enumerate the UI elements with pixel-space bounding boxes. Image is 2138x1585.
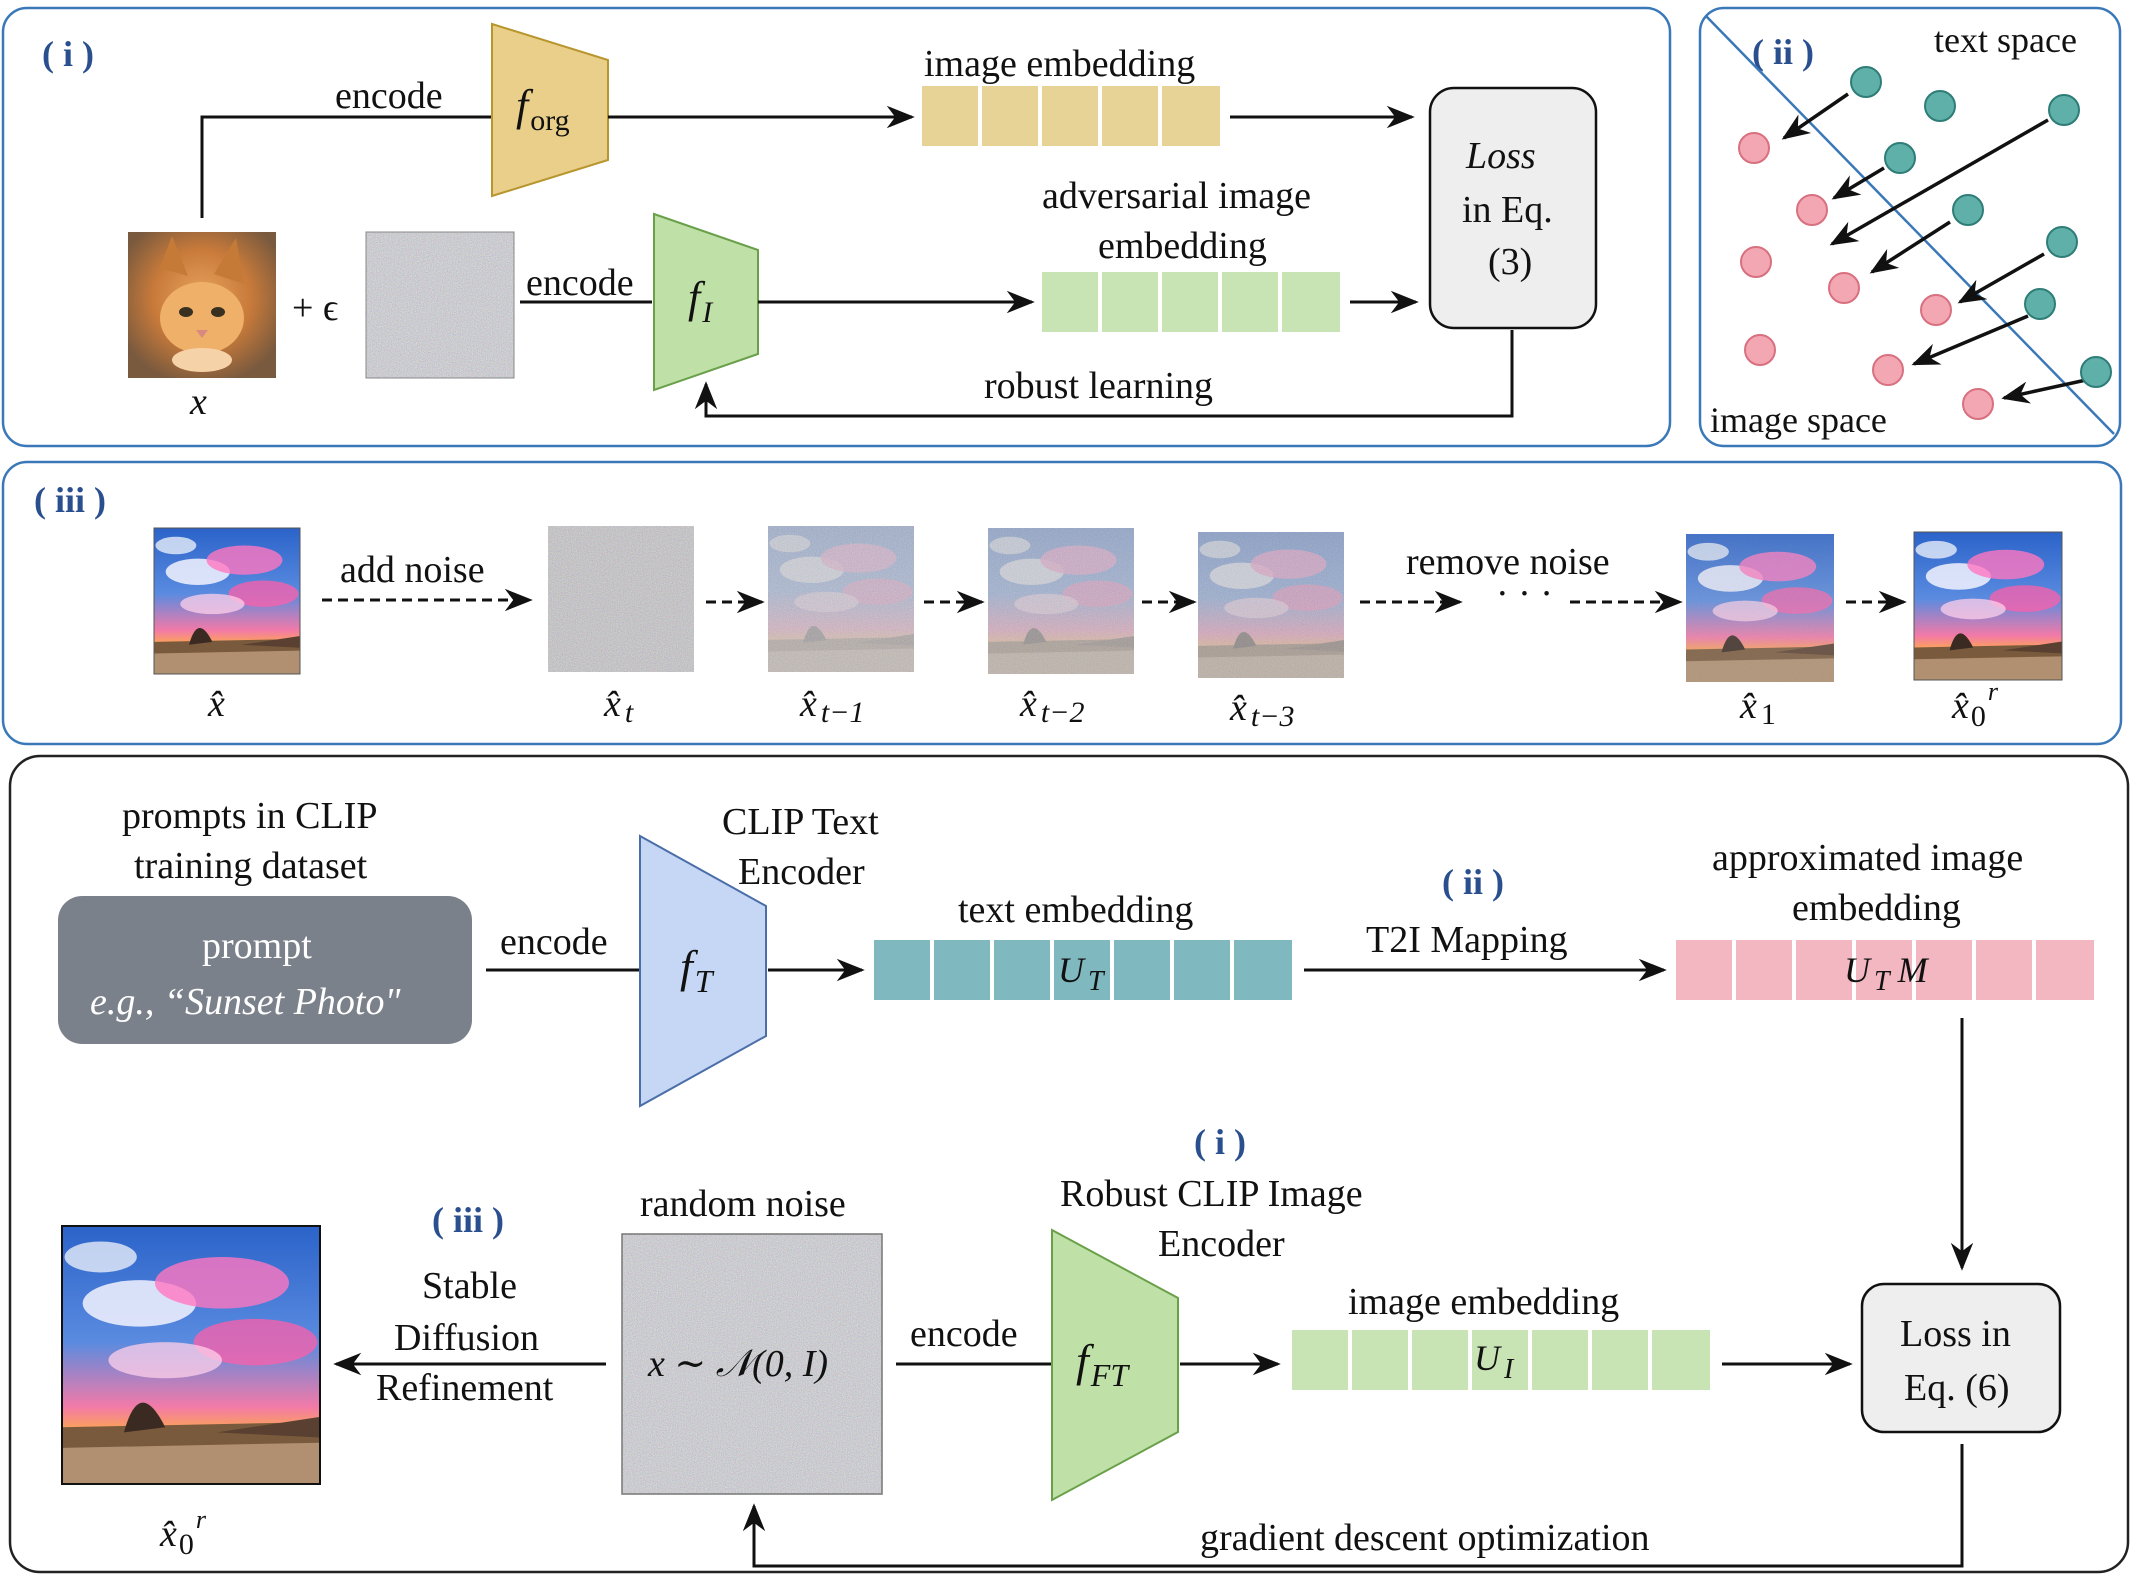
text-embedding-cells bbox=[874, 940, 1292, 1000]
x0r-label-iii: x̂0r bbox=[1951, 677, 1999, 733]
loss-eq3-line3: (3) bbox=[1488, 241, 1532, 283]
remove-noise-label: remove noise bbox=[1406, 541, 1610, 583]
adversarial-embedding-cells bbox=[1042, 272, 1340, 332]
tag-i-bottom: ( i ) bbox=[1194, 1122, 1246, 1162]
x1-label: x̂1 bbox=[1739, 685, 1776, 731]
panel-ii-frame bbox=[1698, 6, 2122, 448]
panel-iii-frame bbox=[1, 460, 2123, 746]
space-divider-line bbox=[1705, 15, 2115, 435]
refined-output-image bbox=[62, 1226, 320, 1484]
gradient-descent-label: gradient descent optimization bbox=[1200, 1517, 1650, 1559]
approx-embedding-label-2: embedding bbox=[1792, 887, 1961, 929]
robust-encoder-label-1: Robust CLIP Image bbox=[1060, 1173, 1363, 1215]
text-embedding-label: text embedding bbox=[958, 889, 1193, 931]
image-xhat bbox=[154, 528, 300, 674]
text-space-label: text space bbox=[1934, 20, 2077, 60]
add-noise-label: add noise bbox=[340, 549, 485, 591]
image-embedding-points bbox=[1738, 132, 1994, 420]
panel-ii-tag: ( ii ) bbox=[1752, 32, 1814, 72]
adversarial-noise-image bbox=[365, 231, 515, 379]
image-xt-1 bbox=[768, 526, 914, 672]
gradient-descent-feedback-arrow bbox=[742, 1444, 1964, 1568]
xt2-label: x̂t−2 bbox=[1019, 683, 1084, 729]
robust-encoder-label-2: Encoder bbox=[1158, 1223, 1285, 1265]
image-xt-2 bbox=[988, 528, 1134, 674]
tag-ii-bottom: ( ii ) bbox=[1442, 862, 1504, 902]
encode-label-1: encode bbox=[500, 921, 608, 963]
image-space-label: image space bbox=[1710, 400, 1887, 440]
image-embedding-cells bbox=[922, 86, 1220, 146]
stable-diffusion-label-2: Diffusion bbox=[394, 1317, 539, 1359]
plus-epsilon-label: + ϵ bbox=[292, 287, 338, 329]
loss-eq6-line2: Eq. (6) bbox=[1904, 1367, 2010, 1409]
random-noise-label: random noise bbox=[640, 1183, 846, 1225]
f-org-label: forg bbox=[516, 81, 570, 137]
panel-iii-tag: ( iii ) bbox=[34, 480, 106, 520]
loss-eq6-line1: Loss in bbox=[1900, 1313, 2011, 1355]
clip-text-encoder-label-1: CLIP Text bbox=[722, 801, 879, 843]
encode-label-2: encode bbox=[910, 1313, 1018, 1355]
prompt-example: e.g., “Sunset Photo" bbox=[90, 981, 401, 1023]
f-i-encoder bbox=[653, 212, 759, 392]
xt1-label: x̂t−1 bbox=[799, 683, 864, 729]
encode-bottom-label: encode bbox=[526, 262, 634, 304]
text-embedding-points bbox=[1850, 66, 2112, 388]
stable-diffusion-label-1: Stable bbox=[422, 1265, 517, 1307]
cat-to-forg-line bbox=[200, 115, 492, 218]
loss-eq3-line2: in Eq. bbox=[1462, 189, 1553, 231]
image-embedding-label-bottom: image embedding bbox=[1348, 1281, 1619, 1323]
xt-label: x̂t bbox=[603, 683, 634, 729]
x-label: x bbox=[189, 381, 207, 423]
bottom-panel-frame bbox=[8, 754, 2130, 1574]
prompts-label-1: prompts in CLIP bbox=[122, 795, 377, 837]
robust-learning-feedback-arrow bbox=[694, 330, 1514, 418]
prompt-box bbox=[58, 896, 472, 1044]
loss-eq3-line1: Loss bbox=[1465, 135, 1536, 177]
mapping-arrows bbox=[1781, 92, 2087, 404]
adv-embedding-label-1: adversarial image bbox=[1042, 175, 1311, 217]
robust-learning-label: robust learning bbox=[984, 365, 1213, 407]
approx-embedding-label-1: approximated image bbox=[1712, 837, 2023, 879]
panel-i-tag: ( i ) bbox=[42, 34, 94, 74]
image-embedding-label-top: image embedding bbox=[924, 43, 1195, 85]
xt3-label: x̂t−3 bbox=[1229, 687, 1294, 733]
image-x0r bbox=[1914, 532, 2062, 680]
f-org-encoder bbox=[491, 22, 609, 198]
clip-text-encoder-label-2: Encoder bbox=[738, 851, 865, 893]
panel-i-frame bbox=[1, 6, 1672, 448]
approx-embedding-cells bbox=[1676, 940, 2094, 1000]
adv-embedding-label-2: embedding bbox=[1098, 225, 1267, 267]
prompt-title: prompt bbox=[202, 925, 312, 967]
ellipsis-label: · · · bbox=[1496, 573, 1553, 615]
noise-formula: x ∼ 𝒩(0, I) bbox=[647, 1343, 828, 1385]
t2i-mapping-label: T2I Mapping bbox=[1366, 919, 1568, 961]
stable-diffusion-label-3: Refinement bbox=[376, 1367, 554, 1409]
encode-top-label: encode bbox=[335, 75, 443, 117]
image-embedding-cells-bottom bbox=[1292, 1330, 1710, 1390]
image-xt bbox=[548, 526, 694, 672]
tag-iii-bottom: ( iii ) bbox=[432, 1200, 504, 1240]
random-noise-image bbox=[621, 1233, 883, 1495]
cat-image bbox=[128, 232, 276, 378]
image-xt-3 bbox=[1198, 532, 1344, 678]
f-ft-encoder bbox=[1051, 1228, 1179, 1502]
x0r-label-bottom: x̂0r bbox=[159, 1505, 207, 1561]
f-t-encoder bbox=[639, 834, 767, 1108]
loss-eq3-box bbox=[1428, 86, 1598, 330]
image-x1 bbox=[1686, 534, 1834, 682]
prompts-label-2: training dataset bbox=[134, 845, 368, 887]
loss-eq6-box bbox=[1860, 1282, 2062, 1434]
xhat-label: x̂ bbox=[207, 683, 225, 725]
